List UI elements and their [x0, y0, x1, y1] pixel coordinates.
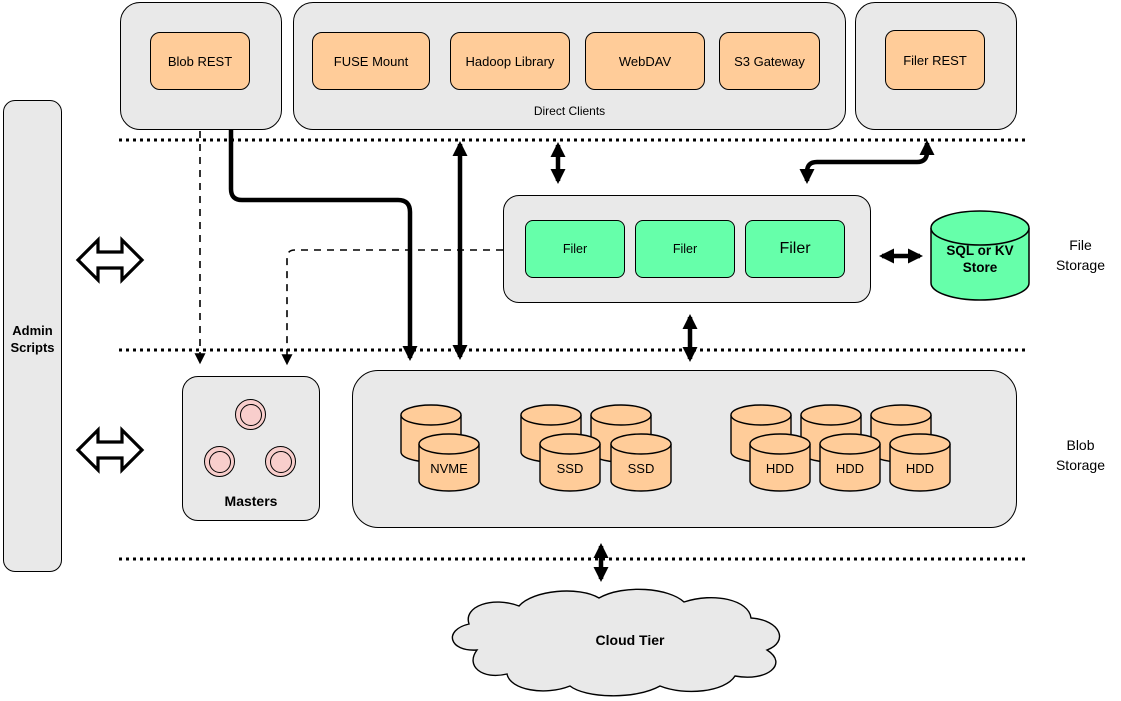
admin-scripts-box [3, 100, 62, 572]
admin-scripts-label: Admin Scripts [10, 323, 55, 355]
hdd-cylinder-label: HDD [905, 461, 935, 476]
arrow-filerrest-filer [799, 140, 935, 184]
direct-clients-caption: Direct Clients [533, 104, 606, 118]
hadoop-library-node: Hadoop Library [450, 32, 570, 90]
filer-node-1: Filer [525, 220, 625, 278]
webdav-node: WebDAV [585, 32, 705, 90]
sql-kv-store-label: SQL or KV Store [946, 243, 1014, 275]
filer-node-3: Filer [745, 220, 845, 278]
nvme-cylinder-label: NVME [430, 461, 468, 476]
blob-storage-group [352, 370, 1017, 528]
ssd-cylinder-label: SSD [556, 461, 584, 476]
master-node-circle [204, 446, 235, 477]
filer-node-2: Filer [635, 220, 735, 278]
hdd-cylinder-label: HDD [765, 461, 795, 476]
masters-label: Masters [224, 493, 278, 509]
fuse-mount-node: FUSE Mount [312, 32, 430, 90]
admin-blob-storage-double-arrow-icon [75, 426, 145, 474]
filer-rest-node: Filer REST [885, 30, 985, 90]
blob-storage-tier-label: Blob Storage [1055, 437, 1106, 473]
hdd-cylinder-label: HDD [835, 461, 865, 476]
admin-file-storage-double-arrow-icon [75, 236, 145, 284]
ssd-cylinder-label: SSD [627, 461, 655, 476]
arrow-blobrest-to-blobstorage [228, 130, 418, 361]
file-storage-tier-label: File Storage [1055, 237, 1106, 273]
master-node-circle [265, 446, 296, 477]
arrow-filer-to-masters [281, 249, 503, 366]
s3-gateway-node: S3 Gateway [719, 32, 820, 90]
master-node-circle [235, 399, 266, 430]
blob-rest-node: Blob REST [150, 32, 250, 90]
cloud-tier-label: Cloud Tier [595, 632, 665, 648]
